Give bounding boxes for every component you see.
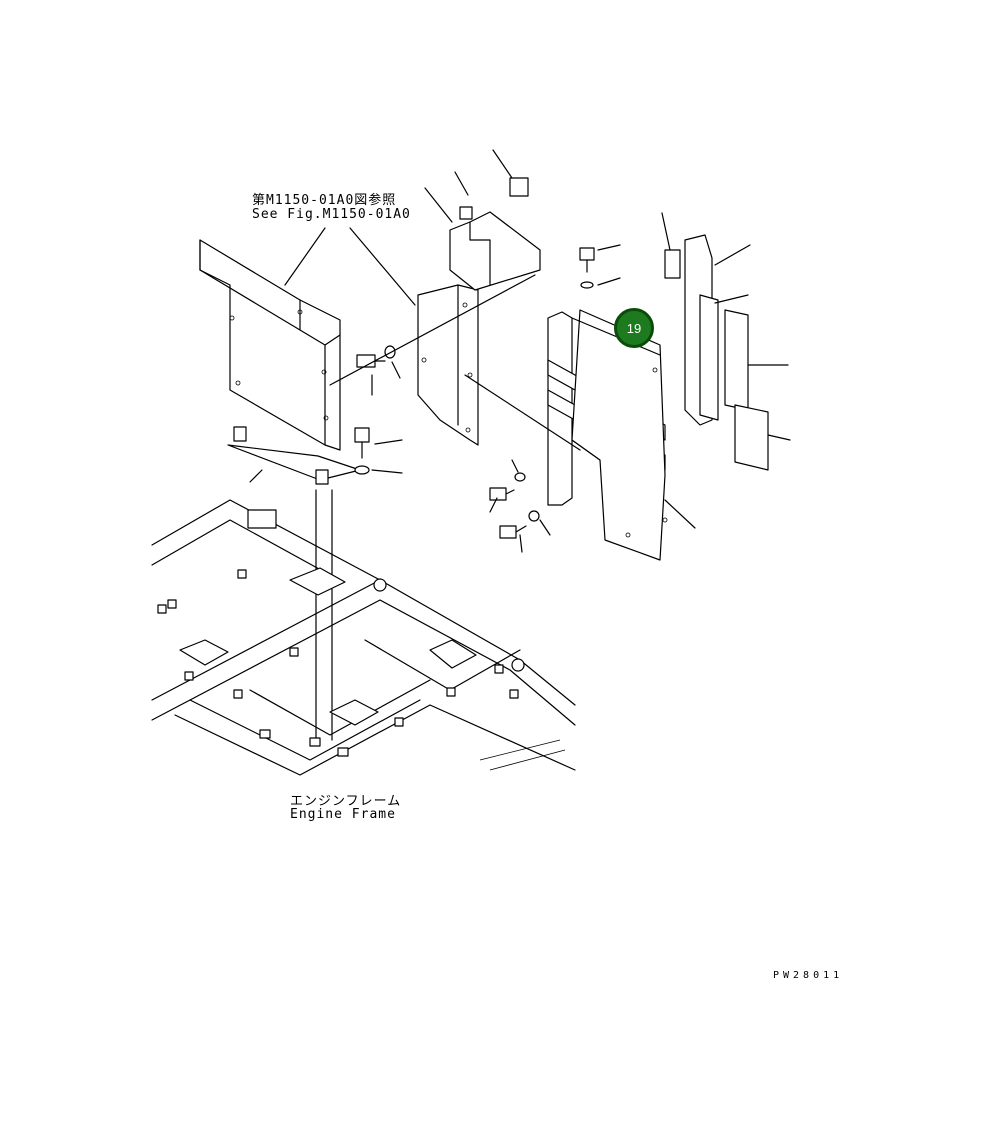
right-frame — [547, 309, 668, 561]
part-callout-19[interactable]: 19 — [614, 308, 654, 348]
left-fasteners — [354, 345, 403, 475]
reference-label-en: See Fig.M1150-01A0 — [252, 207, 411, 222]
lower-bracket — [227, 426, 361, 485]
top-plate — [424, 149, 541, 291]
engine-frame — [151, 499, 576, 776]
reference-leaders — [284, 227, 581, 741]
drawing-number: PW28011 — [773, 970, 844, 981]
right-fasteners — [489, 244, 696, 553]
left-cover-panel — [199, 239, 341, 451]
engine-frame-label-en: Engine Frame — [290, 807, 396, 822]
reference-label-jp: 第M1150-01A0図参照 — [252, 193, 397, 208]
insulation-pads — [661, 212, 791, 471]
engine-frame-label-jp: エンジンフレーム — [290, 794, 402, 809]
center-plate — [417, 284, 479, 446]
